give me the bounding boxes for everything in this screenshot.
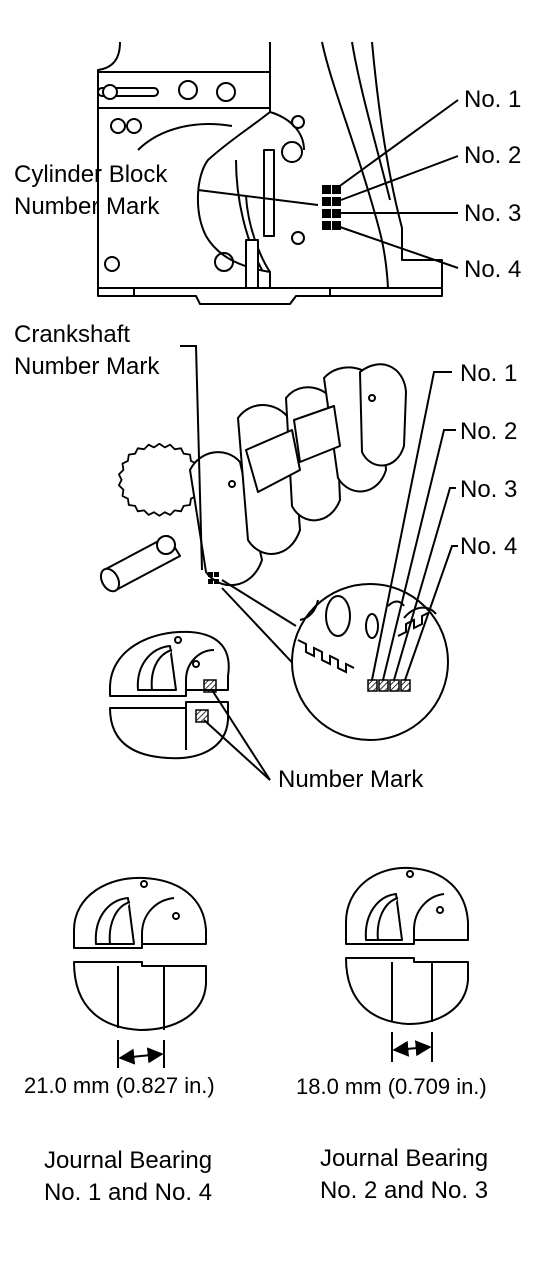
bearing-1-drawing — [73, 876, 207, 1031]
bearing-mark-leaders — [203, 689, 271, 781]
crank-number-labels: No. 1 No. 2 No. 3 No. 4 — [460, 360, 517, 560]
crankshaft-drawing — [99, 363, 407, 593]
magnified-detail — [291, 583, 449, 741]
crank-number-marks — [208, 572, 219, 584]
marked-bearing — [109, 630, 230, 760]
bearing-mark-lower — [195, 709, 209, 723]
crank-no-1-label: No. 1 — [460, 360, 517, 387]
bearing-2-dimension-label: 18.0 mm (0.709 in.) — [296, 1074, 487, 1099]
crankshaft-label-line2: Number Mark — [14, 353, 160, 380]
crank-no-4-label: No. 4 — [460, 533, 517, 560]
block-no-3-label: No. 3 — [464, 200, 521, 227]
block-number-marks — [322, 185, 341, 230]
bearing-2-title-line1: Journal Bearing — [320, 1145, 488, 1172]
cylinder-block-label-line1: Cylinder Block — [14, 161, 168, 188]
bearing-2-drawing — [345, 866, 469, 1025]
bearing-1-title-line2: No. 1 and No. 4 — [44, 1179, 212, 1206]
crank-no-2-label: No. 2 — [460, 418, 517, 445]
crank-no-3-label: No. 3 — [460, 476, 517, 503]
crankshaft-label-line1: Crankshaft — [14, 321, 130, 348]
bearing-1-title-line1: Journal Bearing — [44, 1147, 212, 1174]
crank-leader-lines — [371, 371, 458, 681]
block-number-labels: No. 1 No. 2 No. 3 No. 4 — [464, 86, 521, 283]
cylinder-block-drawing — [97, 41, 443, 305]
block-leader-lines — [197, 99, 459, 269]
block-no-2-label: No. 2 — [464, 142, 521, 169]
block-no-4-label: No. 4 — [464, 256, 521, 283]
bearing-mark-upper — [203, 679, 217, 693]
bearing-1-dimension-label: 21.0 mm (0.827 in.) — [24, 1073, 215, 1098]
cylinder-block-label-line2: Number Mark — [14, 193, 160, 220]
block-no-1-label: No. 1 — [464, 86, 521, 113]
bearing-2-title-line2: No. 2 and No. 3 — [320, 1177, 488, 1204]
crankshaft-label-leader — [180, 345, 203, 571]
bearing-1-dimension — [117, 1040, 165, 1068]
bearing-number-mark-label: Number Mark — [278, 766, 424, 793]
bearing-2-dimension — [391, 1032, 433, 1062]
